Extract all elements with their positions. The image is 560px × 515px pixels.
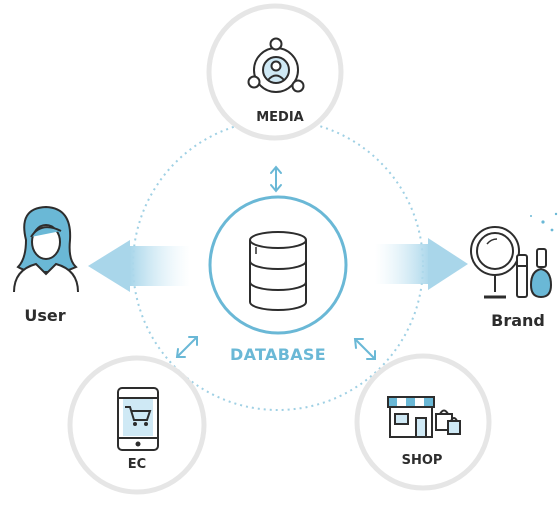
ec-label: EC bbox=[127, 457, 147, 472]
double-arrow-media bbox=[270, 165, 282, 193]
vanity-mirror-icon bbox=[470, 226, 553, 299]
shop-label: SHOP bbox=[401, 453, 443, 468]
brand-label: Brand bbox=[491, 311, 545, 330]
woman-avatar-icon bbox=[13, 205, 79, 293]
storefront-icon bbox=[387, 396, 461, 438]
arrow-to-brand bbox=[375, 238, 468, 290]
mobile-cart-icon bbox=[117, 387, 159, 451]
network-people-icon bbox=[247, 37, 305, 93]
media-label: MEDIA bbox=[256, 110, 304, 125]
database-label: DATABASE bbox=[230, 345, 326, 364]
sparkle-decoration bbox=[530, 212, 558, 232]
double-arrow-ec bbox=[175, 336, 198, 358]
database-icon bbox=[249, 231, 307, 311]
arrow-to-user bbox=[88, 240, 190, 292]
user-label: User bbox=[24, 306, 66, 325]
double-arrow-shop bbox=[353, 338, 376, 360]
